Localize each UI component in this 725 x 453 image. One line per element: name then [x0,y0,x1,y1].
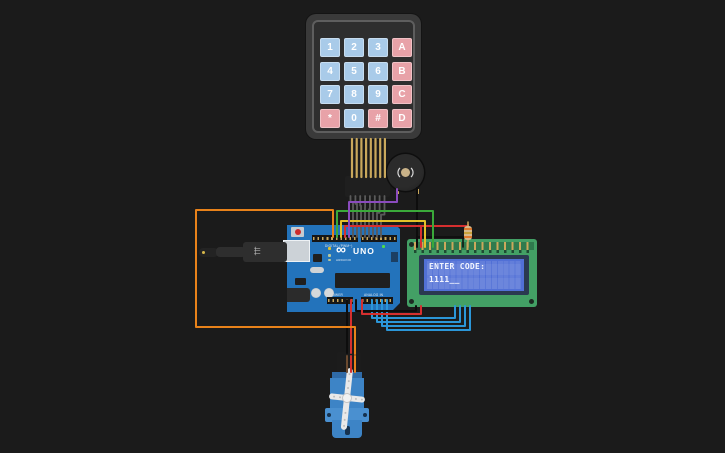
analog-label: ANALOG IN [364,293,384,297]
arduino-brand-label: ARDUINO [336,258,352,262]
keypad-key-9[interactable]: 9 [368,85,388,104]
keypad-key-C[interactable]: C [392,85,412,104]
voltage-regulator [295,278,306,285]
servo-cable-notch [345,426,350,435]
keypad-key-7[interactable]: 7 [320,85,340,104]
capacitor-1 [311,288,321,298]
buzzer-sound-icon [397,167,414,178]
keypad-key-8[interactable]: 8 [344,85,364,104]
atmega-chip [335,273,390,288]
led-l [328,247,331,250]
keypad-key-hash[interactable]: # [368,108,388,128]
lcd-hole-br [529,299,534,304]
usb-cable-end-pin [202,251,205,254]
keypad-key-4[interactable]: 4 [320,61,340,81]
digital-pin-header-left[interactable] [312,235,358,242]
keypad-key-1[interactable]: 1 [320,38,340,57]
keypad-key-B[interactable]: B [392,61,412,81]
keypad-key-2[interactable]: 2 [344,38,364,57]
usb-trident-icon: ⬱ [254,246,261,255]
power-jack [287,288,310,302]
keypad-key-6[interactable]: 6 [368,61,388,81]
buzzer-center [401,168,410,177]
lcd-hole-bl [409,299,414,304]
arduino-usb-port [283,240,310,262]
servo-mount-hole-right [363,413,367,417]
arduino-infinity-logo: ∞ [336,241,346,257]
reset-button[interactable] [291,227,304,237]
keypad-pins [350,137,386,179]
usb-plug[interactable] [243,242,287,262]
arduino-uno-board[interactable]: DIGITAL (PWM~) ∞ UNO ARDUINO POWER ANALO… [287,225,400,312]
lcd-pin-header[interactable] [414,242,534,250]
usb-cable[interactable] [216,247,246,257]
servo-horn[interactable] [320,362,375,435]
keypad-key-A[interactable]: A [392,38,412,57]
keypad-key-D[interactable]: D [392,108,412,128]
servo-mount-hole-left [327,413,331,417]
keypad-ribbon-connector[interactable] [345,176,390,197]
power-led [382,245,385,248]
usb-interface-chip [313,254,322,262]
lcd-pin-labels [414,250,534,253]
icsp-header[interactable] [391,252,398,262]
lcd-line2: 1111__ [429,275,460,284]
arduino-uno-label: UNO [353,246,375,256]
power-pin-header[interactable] [327,297,353,304]
keypad-key-0[interactable]: 0 [344,108,364,128]
crystal-oscillator [310,267,324,273]
lcd-line1: ENTER CODE: [429,262,486,271]
lcd-screen: ENTER CODE: 1111__ [424,259,524,291]
digital-pin-header-right[interactable] [361,235,397,242]
keypad-key-3[interactable]: 3 [368,38,388,57]
keypad-key-5[interactable]: 5 [344,61,364,81]
keypad-key-star[interactable]: * [320,108,340,128]
led-tx [328,254,331,257]
led-rx [328,258,331,261]
lcd-char-grid [427,261,521,289]
resistor[interactable] [464,226,472,240]
analog-pin-header[interactable] [361,297,393,304]
